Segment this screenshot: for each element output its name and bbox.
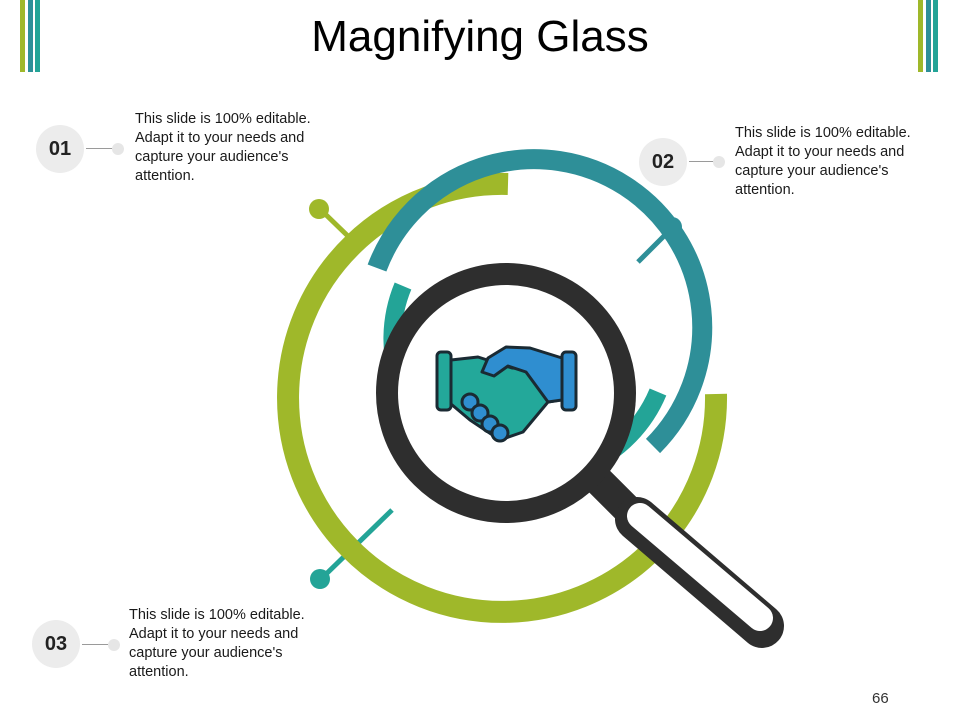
item-connector-02 bbox=[689, 161, 717, 162]
item-text-01: This slide is 100% editable. Adapt it to… bbox=[135, 111, 311, 184]
handshake-icon bbox=[435, 345, 578, 443]
item-number-01: 01 bbox=[36, 125, 84, 173]
item-dot-02 bbox=[713, 156, 725, 168]
middle-teal-arc bbox=[367, 149, 713, 454]
item-number-02: 02 bbox=[639, 138, 687, 186]
slide-title: Magnifying Glass bbox=[311, 12, 649, 61]
item-connector-03 bbox=[82, 644, 112, 645]
item-dot-01 bbox=[112, 143, 124, 155]
magnifying-glass-icon bbox=[376, 263, 784, 648]
corner-bars-right bbox=[918, 0, 942, 72]
item-dot-03 bbox=[108, 639, 120, 651]
page-number: 66 bbox=[872, 690, 889, 707]
pin-top-left bbox=[309, 199, 354, 242]
item-connector-01 bbox=[86, 148, 116, 149]
item-text-03: This slide is 100% editable. Adapt it to… bbox=[129, 607, 305, 680]
corner-bars-left bbox=[20, 0, 44, 72]
item-text-02: This slide is 100% editable. Adapt it to… bbox=[735, 125, 911, 198]
item-number-03: 03 bbox=[32, 620, 80, 668]
